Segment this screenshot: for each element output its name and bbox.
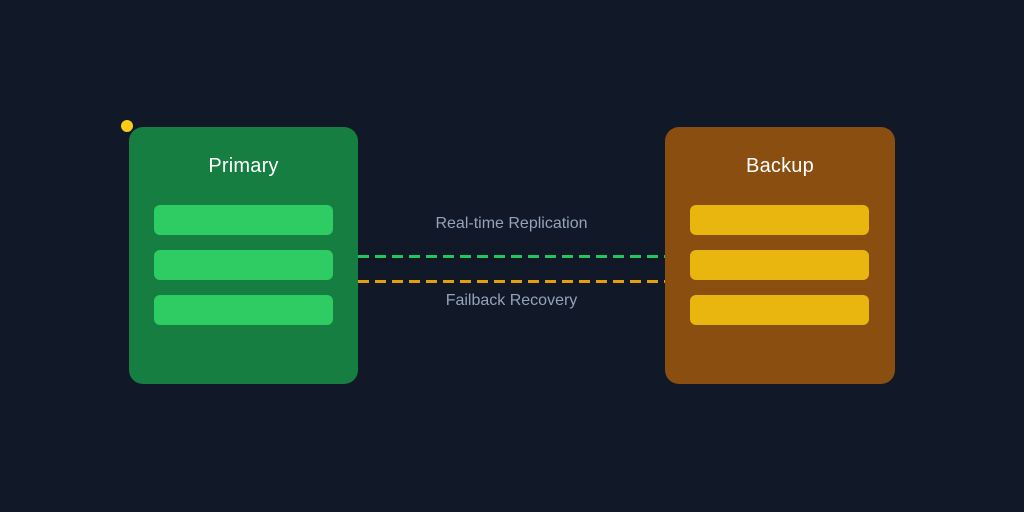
node-backup-bar-2: [690, 250, 869, 280]
node-backup-title: Backup: [746, 155, 814, 177]
node-backup-bar-3: [690, 295, 869, 325]
node-primary-bars: [154, 205, 333, 325]
node-primary-bar-3: [154, 295, 333, 325]
node-backup[interactable]: Backup: [665, 127, 895, 384]
connector-failback-line: [358, 280, 665, 283]
connector-replication-line: [358, 255, 665, 258]
node-backup-bar-1: [690, 205, 869, 235]
node-primary-bar-2: [154, 250, 333, 280]
connector-replication-label: Real-time Replication: [435, 215, 588, 232]
status-dot-icon: [121, 120, 133, 132]
node-primary[interactable]: Primary: [129, 127, 358, 384]
node-primary-bar-1: [154, 205, 333, 235]
node-primary-title: Primary: [208, 155, 279, 177]
node-backup-bars: [690, 205, 869, 325]
connector-failback-label: Failback Recovery: [445, 292, 578, 309]
